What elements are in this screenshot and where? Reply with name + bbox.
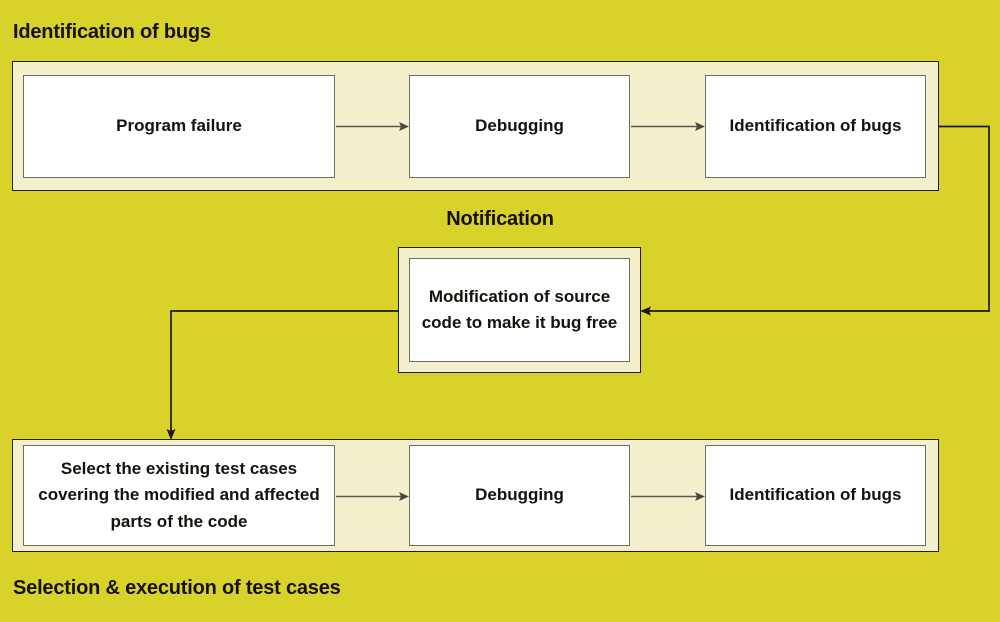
node-debugging-top: Debugging — [409, 75, 630, 178]
node-select-existing-test-cases: Select the existing test cases covering … — [23, 445, 335, 546]
node-program-failure: Program failure — [23, 75, 335, 178]
section-title-notification: Notification — [446, 208, 554, 230]
section-title-identification-of-bugs: Identification of bugs — [13, 21, 211, 43]
edge-modification-to-select-test-cases — [166, 310, 398, 440]
node-modification-of-source-code: Modification of source code to make it b… — [409, 258, 630, 362]
node-debugging-bottom: Debugging — [409, 445, 630, 546]
node-identification-of-bugs-top: Identification of bugs — [705, 75, 926, 178]
section-title-selection-execution: Selection & execution of test cases — [13, 577, 341, 599]
node-identification-of-bugs-bottom: Identification of bugs — [705, 445, 926, 546]
